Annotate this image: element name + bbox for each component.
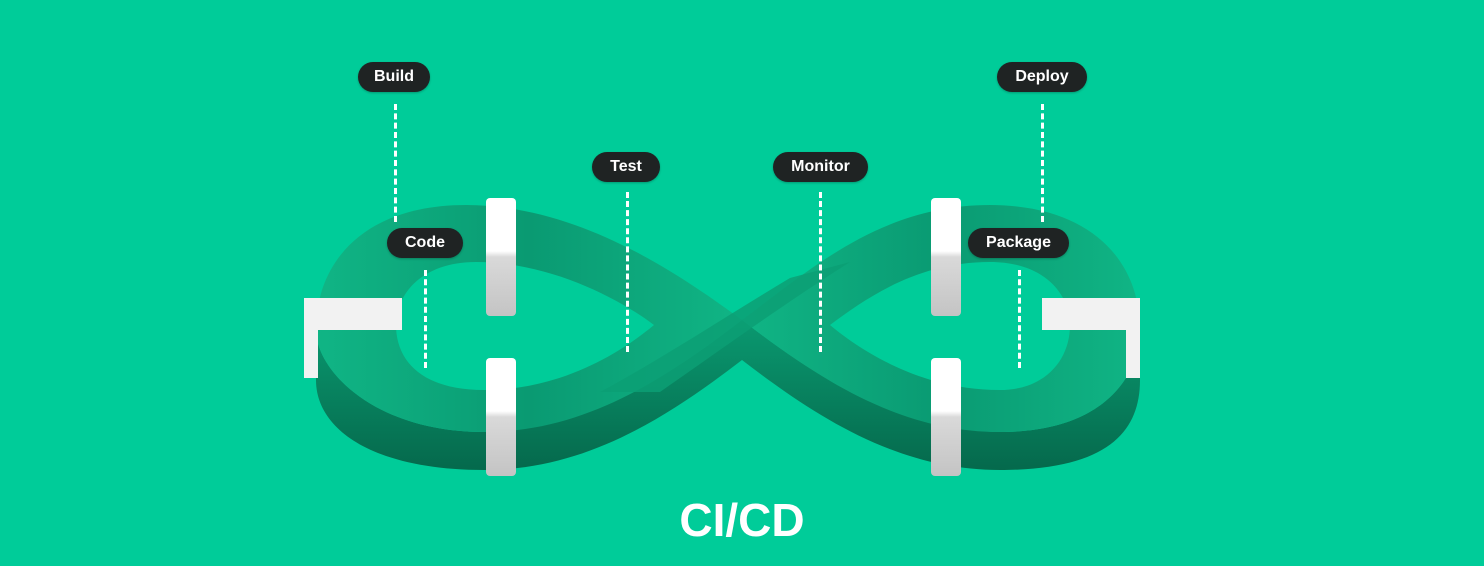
stage-label-package: Package [968,228,1069,258]
diagram-title: CI/CD [679,494,805,546]
stage-label-deploy: Deploy [997,62,1087,92]
loop-side [316,320,1140,470]
test-leader-line [626,192,629,352]
loop-crossing [600,262,850,392]
segment-markers [304,198,1140,476]
stage-label-monitor: Monitor [773,152,868,182]
stage-label-build: Build [358,62,430,92]
code-leader-line [424,270,427,368]
monitor-leader-line [819,192,822,352]
package-leader-line [1018,270,1021,368]
loop-right-lobe [742,205,1140,432]
stage-label-code: Code [387,228,463,258]
build-leader-line [394,104,397,222]
stage-label-test: Test [592,152,660,182]
deploy-leader-line [1041,104,1044,222]
